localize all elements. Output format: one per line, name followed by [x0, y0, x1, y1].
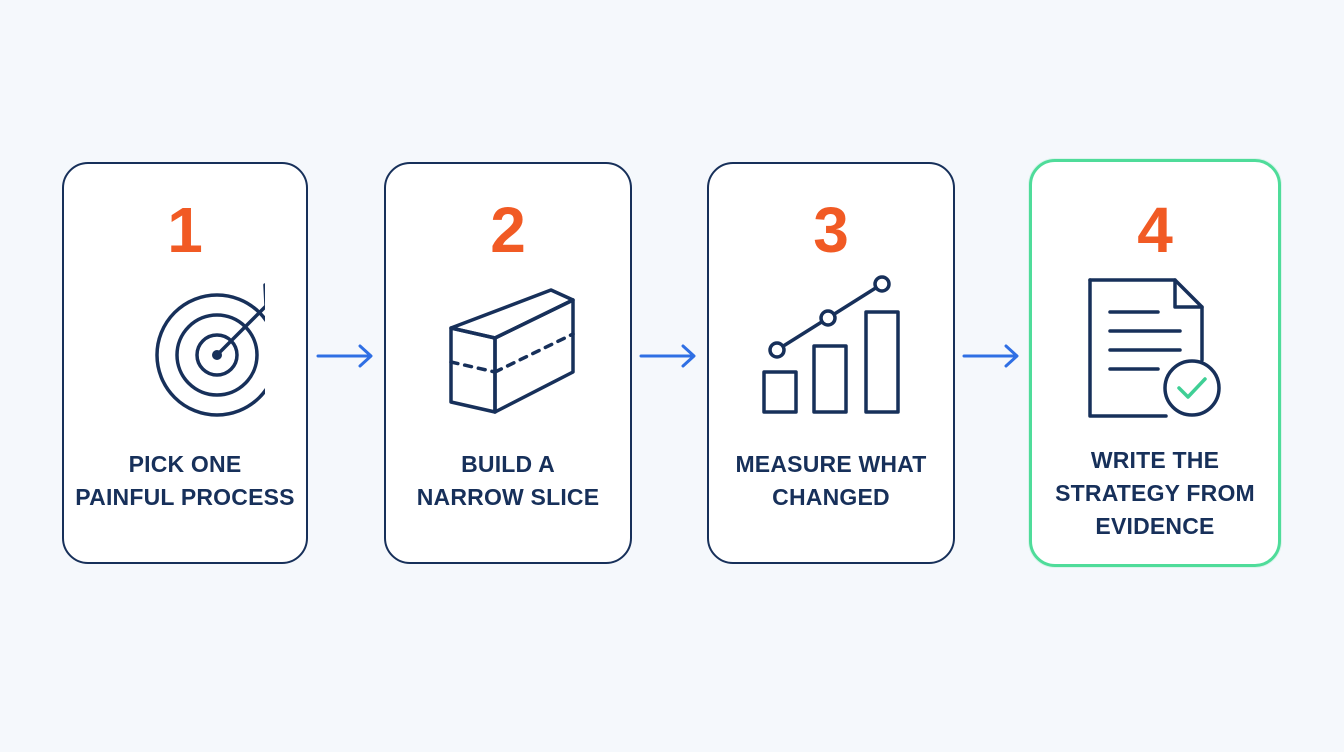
document-check-icon — [1088, 278, 1221, 418]
step-label-line: NARROW SLICE — [416, 484, 600, 510]
step-label-line: WRITE THE — [1090, 447, 1220, 473]
arrow-right-icon — [639, 344, 696, 368]
step-label-line: STRATEGY FROM — [1055, 480, 1255, 506]
step-label: PICK ONE PAINFUL PROCESS — [74, 448, 296, 514]
step-label-line: MEASURE WHAT — [735, 451, 927, 477]
target-with-arrow-icon — [155, 283, 265, 417]
step-card-3: 3 MEASURE WHAT CHANGED — [707, 162, 955, 564]
step-card-1: 1 PICK ONE PAINFUL PROCESS — [62, 162, 308, 564]
arrow-right-icon — [316, 344, 373, 368]
step-number: 3 — [813, 194, 849, 266]
step-label-line: PICK ONE — [128, 451, 242, 477]
step-card-4: 4 WRITE THE STRATEGY FROM EVIDENCE — [1029, 159, 1281, 567]
bar-chart-trend-icon — [762, 275, 900, 414]
sliced-block-icon — [449, 288, 575, 414]
step-number: 4 — [1137, 194, 1173, 266]
step-label-line: PAINFUL PROCESS — [75, 484, 295, 510]
step-card-2: 2 BUILD A NARROW SLICE — [384, 162, 632, 564]
step-label: WRITE THE STRATEGY FROM EVIDENCE — [1042, 444, 1268, 543]
arrow-right-icon — [962, 344, 1019, 368]
step-label-line: EVIDENCE — [1095, 513, 1215, 539]
step-label-line: BUILD A — [461, 451, 555, 477]
step-label-line: CHANGED — [772, 484, 890, 510]
step-number: 1 — [167, 194, 203, 266]
step-number: 2 — [490, 194, 526, 266]
step-label: BUILD A NARROW SLICE — [396, 448, 620, 514]
step-label: MEASURE WHAT CHANGED — [719, 448, 943, 514]
